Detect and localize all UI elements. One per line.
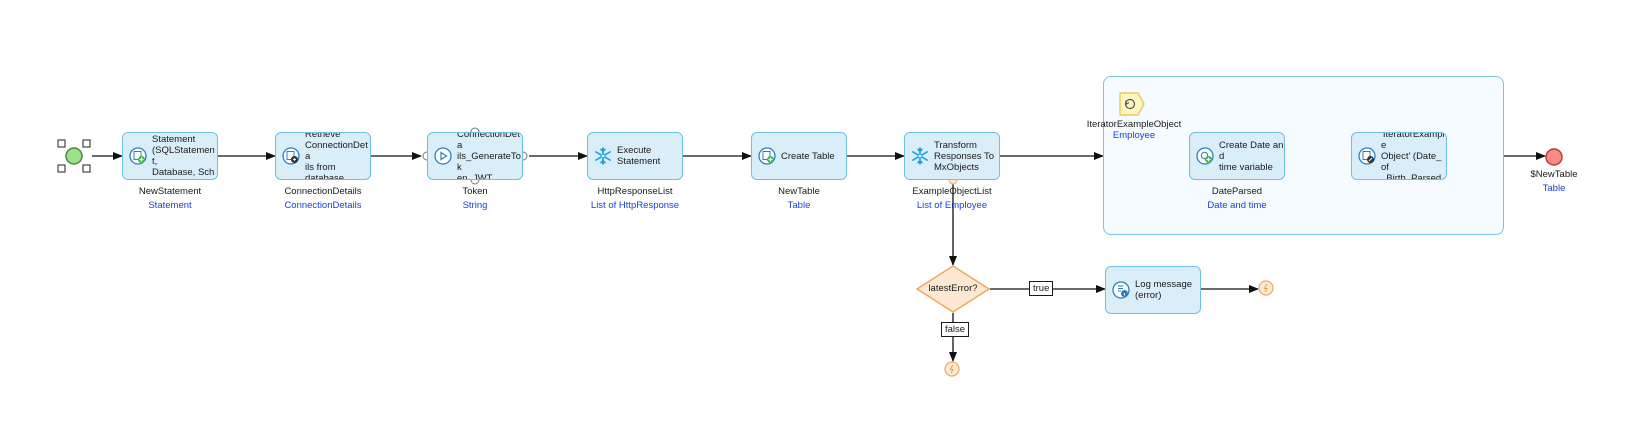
call-microflow-icon (434, 147, 452, 165)
activity-output: DateParsed Date and time (1172, 185, 1302, 213)
decision-diamond (916, 265, 990, 313)
end-variable: $NewTable (1530, 169, 1578, 180)
iterator-name: IteratorExampleObject (1086, 119, 1182, 130)
log-message-activity[interactable]: Log message (error) (1105, 266, 1201, 314)
output-type: Statement (148, 200, 192, 211)
activity-label: Create Date and time variable (1219, 139, 1284, 173)
output-variable: NewStatement (138, 186, 202, 197)
retrieve-connection-details-activity[interactable]: Retrieve ConnectionDeta ils from databas… (275, 132, 371, 180)
output-variable: Token (462, 186, 488, 197)
output-type: List of HttpResponse (590, 200, 680, 211)
false-branch-label: false (941, 322, 970, 337)
create-object-icon (129, 147, 147, 165)
output-type: Table (787, 200, 811, 211)
create-object-icon (758, 147, 776, 165)
error-end-icon (1258, 280, 1274, 296)
activity-output: ExampleObjectList List of Employee (887, 185, 1017, 213)
activity-label: Change 'IteratorExample Object' (Date_of… (1381, 132, 1445, 180)
execute-statement-activity[interactable]: Execute Statement (587, 132, 683, 180)
decision-label: latestError? (928, 283, 978, 294)
error-end-icon (944, 361, 960, 377)
activity-label: Log message (error) (1135, 279, 1193, 301)
error-end-event[interactable] (1258, 280, 1274, 296)
output-variable: HttpResponseList (597, 186, 673, 197)
activity-output: NewStatement Statement (105, 185, 235, 213)
end-event-label: $NewTable Table (1524, 168, 1584, 196)
output-variable: DateParsed (1211, 186, 1263, 197)
call-microflow-activity[interactable]: ConnectionDeta ils_GenerateTok en_JWT (427, 132, 523, 180)
create-statement-activity[interactable]: Create Statement (SQLStatement, Database… (122, 132, 218, 180)
loop-iterator-icon (1118, 92, 1146, 116)
activity-label: Create Statement (SQLStatement, Database… (152, 133, 215, 179)
end-type: Table (1542, 183, 1566, 194)
activity-output: Token String (410, 185, 540, 213)
activity-output: HttpResponseList List of HttpResponse (570, 185, 700, 213)
transform-responses-activity[interactable]: Transform Responses To MxObjects (904, 132, 1000, 180)
create-date-variable-activity[interactable]: Create Date and time variable (1189, 132, 1285, 180)
loop-iterator-label: IteratorExampleObject Employee (1086, 119, 1182, 141)
log-info-icon (1112, 281, 1130, 299)
output-variable: ConnectionDetails (284, 186, 362, 197)
change-object-activity[interactable]: Change 'IteratorExample Object' (Date_of… (1351, 132, 1447, 180)
activity-output: NewTable Table (734, 185, 864, 213)
end-event[interactable] (1545, 148, 1563, 166)
retrieve-icon (282, 147, 300, 165)
output-type: String (462, 200, 488, 211)
start-event[interactable] (56, 138, 92, 174)
error-end-event[interactable] (944, 361, 960, 377)
output-type: ConnectionDetails (284, 200, 362, 211)
true-branch-label: true (1029, 281, 1054, 296)
activity-label: ConnectionDeta ils_GenerateTok en_JWT (457, 132, 521, 180)
activity-output: ConnectionDetails ConnectionDetails (258, 185, 388, 213)
change-object-icon (1358, 147, 1376, 165)
activity-label: Transform Responses To MxObjects (934, 139, 995, 173)
start-event-icon (57, 139, 91, 173)
create-variable-icon (1196, 147, 1214, 165)
snowflake-icon (594, 147, 612, 165)
decision-node[interactable]: latestError? (916, 265, 990, 313)
snowflake-icon (911, 147, 929, 165)
end-event-icon (1545, 148, 1563, 166)
output-variable: ExampleObjectList (912, 186, 992, 197)
output-variable: NewTable (778, 186, 820, 197)
output-type: Date and time (1207, 200, 1267, 211)
activity-label: Retrieve ConnectionDeta ils from databas… (305, 132, 368, 180)
activity-label: Execute Statement (617, 145, 661, 167)
output-type: List of Employee (916, 200, 988, 211)
activity-label: Create Table (781, 150, 835, 162)
create-table-activity[interactable]: Create Table (751, 132, 847, 180)
iterator-type: Employee (1112, 130, 1156, 141)
